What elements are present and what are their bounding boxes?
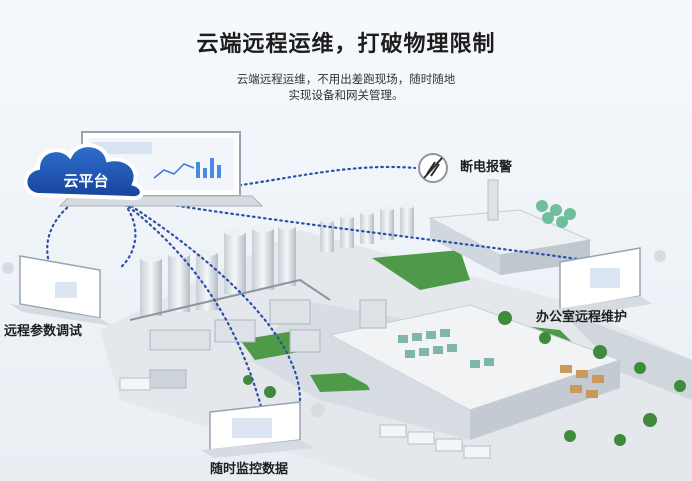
trees (243, 311, 686, 446)
page-title: 云端远程运维，打破物理限制 (196, 32, 496, 57)
remote-debug-label: 远程参数调试 (4, 324, 83, 339)
laptop-icon-left (2, 255, 112, 326)
monitor-data-label: 随时监控数据 (210, 462, 289, 477)
power-off-icon (418, 153, 448, 183)
cloud-icon (23, 143, 144, 201)
laptop-icon-right (550, 247, 666, 318)
machinery (149, 299, 387, 389)
subtitle-line-2: 实现设备和网关管理。 (288, 88, 404, 102)
page-subtitle: 云端远程运维，不用出差跑现场，随时随地 实现设备和网关管理。 (0, 71, 692, 103)
monitor-icon (200, 401, 325, 458)
main-building (328, 304, 622, 440)
back-building (428, 179, 592, 275)
subtitle-line-1: 云端远程运维，不用出差跑现场，随时随地 (236, 72, 456, 86)
cloud-platform-label: 云平台 (63, 172, 109, 190)
office-maintenance-label: 办公室远程维护 (536, 310, 628, 325)
trucks (119, 377, 491, 459)
power-alarm-label: 断电报警 (460, 160, 513, 175)
